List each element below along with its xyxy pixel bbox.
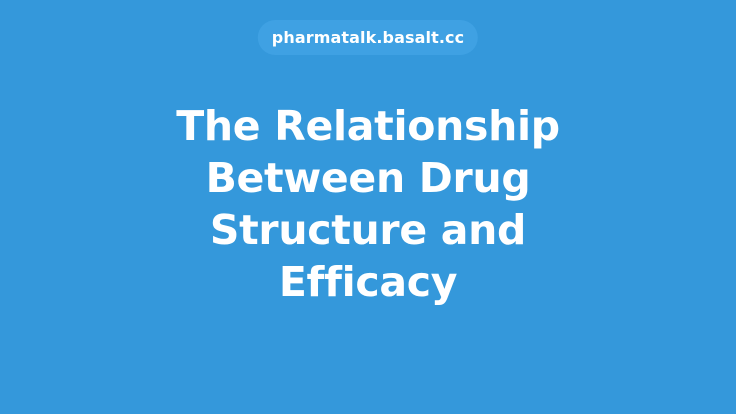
title-line-2: Between Drug <box>205 154 531 202</box>
title-line-3: Structure and <box>209 206 527 254</box>
title-line-1: The Relationship <box>176 102 560 150</box>
page-title: The Relationship Between Drug Structure … <box>0 100 736 308</box>
title-line-4: Efficacy <box>278 258 458 306</box>
site-domain-label: pharmatalk.basalt.cc <box>271 28 465 47</box>
site-domain-badge[interactable]: pharmatalk.basalt.cc <box>257 20 479 55</box>
